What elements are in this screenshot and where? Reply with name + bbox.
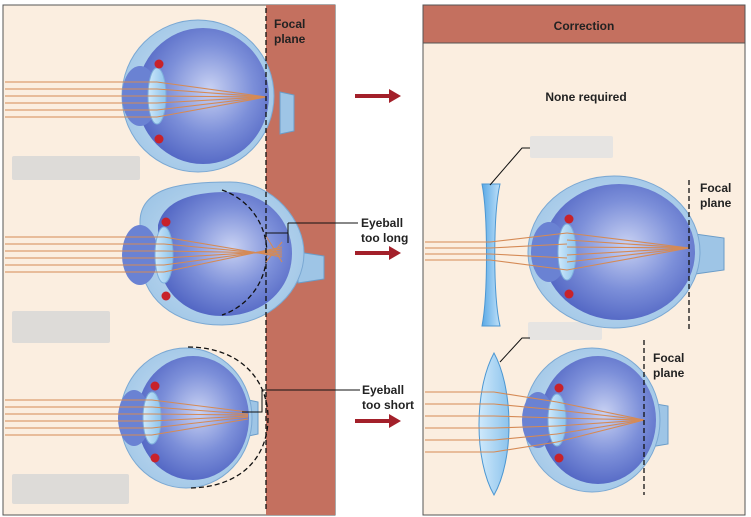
eye-normal: [5, 19, 295, 173]
corrected-eye-myopia: [425, 147, 725, 332]
label-placeholder-concave-lens: [530, 136, 613, 158]
focal-plane-label-myopia-1: Focal: [700, 181, 731, 195]
arrow-right-icon: [355, 414, 401, 428]
eyeball-too-long-label-2: too long: [361, 231, 408, 245]
eyeball-too-long-label-1: Eyeball: [361, 216, 403, 230]
focal-plane-label-top-2: plane: [274, 32, 306, 46]
focal-plane-label-top-1: Focal: [274, 17, 305, 31]
correction-header: Correction: [554, 19, 615, 33]
label-placeholder-hyperopia: [12, 474, 129, 504]
arrow-right-icon: [355, 89, 401, 103]
focal-plane-label-hyperopia-1: Focal: [653, 351, 684, 365]
label-placeholder-convex-lens: [528, 322, 602, 340]
correction-header-band: [422, 4, 746, 44]
eye-too-long: [5, 181, 358, 326]
eye-too-short: [5, 346, 360, 489]
label-placeholder-normal: [12, 156, 140, 180]
arrow-right-icon: [355, 246, 401, 260]
focal-plane-label-hyperopia-2: plane: [653, 366, 685, 380]
eyeball-too-short-label-1: Eyeball: [362, 383, 404, 397]
label-placeholder-myopia: [12, 311, 110, 343]
eyeball-too-short-label-2: too short: [362, 398, 414, 412]
corrected-eye-hyperopia: [425, 337, 669, 497]
focal-plane-label-myopia-2: plane: [700, 196, 732, 210]
concave-lens: [481, 183, 501, 327]
none-required-label: None required: [545, 90, 626, 104]
